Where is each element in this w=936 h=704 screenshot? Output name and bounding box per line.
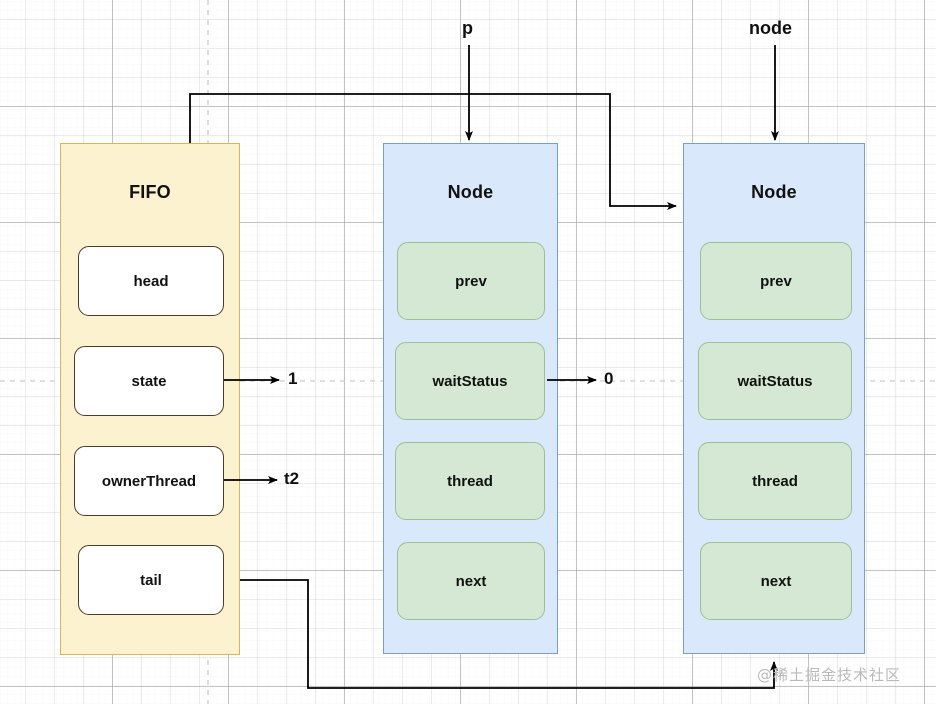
value-label-state: 1 bbox=[288, 369, 298, 388]
node-node-field-next[interactable]: next bbox=[700, 542, 852, 620]
watermark-text: @稀土掘金技术社区 bbox=[757, 666, 902, 684]
node-node-title: Node bbox=[751, 182, 797, 202]
fifo-field-head[interactable]: head bbox=[78, 246, 224, 316]
fifo-field-ownerthread[interactable]: ownerThread bbox=[74, 446, 224, 516]
value-label-ownerthread: t2 bbox=[284, 469, 300, 488]
node-node-field-waitstatus[interactable]: waitStatus bbox=[698, 342, 852, 420]
node-p-field-thread-label: thread bbox=[447, 472, 493, 490]
fifo-field-state[interactable]: state bbox=[74, 346, 224, 416]
node-p-field-prev[interactable]: prev bbox=[397, 242, 545, 320]
node-node-field-prev-label: prev bbox=[760, 272, 792, 290]
pointer-label-p: p bbox=[462, 18, 473, 38]
node-p-field-thread[interactable]: thread bbox=[395, 442, 545, 520]
fifo-field-tail-label: tail bbox=[140, 571, 162, 589]
node-p-field-prev-label: prev bbox=[455, 272, 487, 290]
node-p-title: Node bbox=[447, 182, 494, 202]
node-p-field-waitstatus[interactable]: waitStatus bbox=[395, 342, 545, 420]
node-p-field-next[interactable]: next bbox=[397, 542, 545, 620]
node-node-field-thread[interactable]: thread bbox=[698, 442, 852, 520]
fifo-field-state-label: state bbox=[131, 372, 167, 390]
fifo-title: FIFO bbox=[129, 182, 171, 202]
fifo-field-ownerthread-label: ownerThread bbox=[101, 472, 197, 490]
pointer-label-node: node bbox=[749, 18, 792, 38]
node-node-field-waitstatus-label: waitStatus bbox=[737, 372, 813, 390]
node-p-field-waitstatus-label: waitStatus bbox=[432, 372, 508, 390]
node-node-field-thread-label: thread bbox=[752, 472, 798, 490]
value-label-waitstatus: 0 bbox=[604, 369, 614, 388]
node-node-field-prev[interactable]: prev bbox=[700, 242, 852, 320]
fifo-field-head-label: head bbox=[133, 272, 169, 290]
node-p-field-next-label: next bbox=[455, 572, 487, 590]
node-node-field-next-label: next bbox=[760, 572, 792, 590]
fifo-field-tail[interactable]: tail bbox=[78, 545, 224, 615]
edge-tail-to-node bbox=[226, 579, 778, 689]
